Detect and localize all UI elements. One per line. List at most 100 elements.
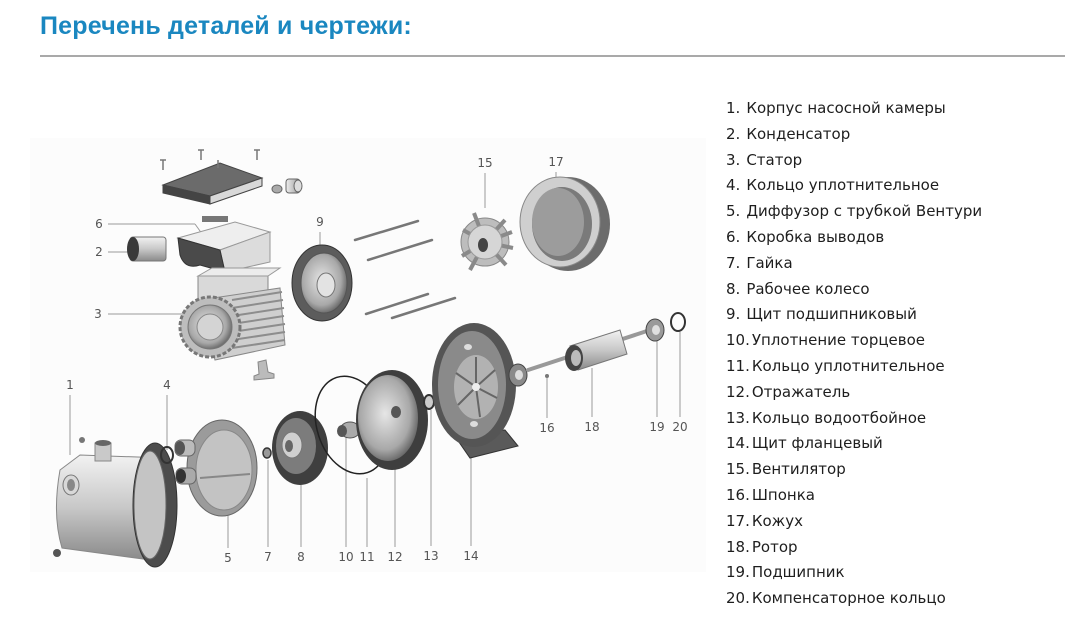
nut xyxy=(262,447,272,459)
part-name: Вентилятор xyxy=(751,460,846,479)
part-name: Отражатель xyxy=(751,382,851,401)
part-number: 19. xyxy=(726,563,750,582)
part-number: 1. xyxy=(726,99,741,117)
leader-lines xyxy=(69,172,681,548)
parts-list-item: 12.Отражатель xyxy=(726,380,982,406)
parts-list-item: 2. Конденсатор xyxy=(726,122,982,148)
parts-list-item: 18.Ротор xyxy=(726,535,982,561)
terminal-box xyxy=(176,216,272,273)
callout-18: 18 xyxy=(584,420,600,434)
part-number: 15. xyxy=(726,460,750,479)
callout-6: 6 xyxy=(95,217,103,231)
callout-15: 15 xyxy=(477,156,493,170)
part-name: Корпус насосной камеры xyxy=(746,99,946,117)
water-slinger xyxy=(423,394,435,410)
rotor xyxy=(526,328,652,372)
part-number: 20. xyxy=(726,589,750,608)
part-number: 4. xyxy=(726,176,741,195)
part-name: Уплотнение торцевое xyxy=(751,331,926,350)
callout-17: 17 xyxy=(548,155,564,169)
bearing-front xyxy=(508,363,528,387)
deflector xyxy=(356,370,428,470)
part-number: 5. xyxy=(726,202,741,221)
part-name: Ротор xyxy=(751,537,798,556)
parts-list-item: 8. Рабочее колесо xyxy=(726,277,982,303)
parts-list-item: 17.Кожух xyxy=(726,509,982,535)
parts-list-item: 16.Шпонка xyxy=(726,483,982,509)
parts-list-item: 7. Гайка xyxy=(726,251,982,277)
callout-11: 11 xyxy=(359,550,375,564)
mechanical-seal xyxy=(337,421,361,439)
part-name: Диффузор с трубкой Вентури xyxy=(746,202,983,221)
part-number: 6. xyxy=(726,227,741,246)
callout-5: 5 xyxy=(224,551,232,565)
part-number: 9. xyxy=(726,305,741,324)
bearing-rear xyxy=(645,318,665,342)
part-name: Рабочее колесо xyxy=(746,279,870,298)
diffuser xyxy=(174,419,258,517)
part-name: Кожух xyxy=(751,511,803,530)
part-number: 10. xyxy=(726,331,750,350)
callout-20: 20 xyxy=(672,420,688,434)
parts-list-item: 20.Компенсаторное кольцо xyxy=(726,586,982,612)
screws xyxy=(160,149,260,170)
fan xyxy=(460,212,514,271)
parts-list-item: 9. Щит подшипниковый xyxy=(726,302,982,328)
parts-list: 1. Корпус насосной камеры 2. Конденсатор 3… xyxy=(726,96,982,612)
stator xyxy=(178,267,286,381)
compensator-ring xyxy=(670,312,686,332)
callout-2: 2 xyxy=(95,245,103,259)
part-number: 7. xyxy=(726,253,741,272)
part-number: 18. xyxy=(726,537,750,556)
callout-1: 1 xyxy=(66,378,74,392)
callout-8: 8 xyxy=(297,550,305,564)
part-name: Шпонка xyxy=(751,485,815,504)
page-title: Перечень деталей и чертежи: xyxy=(40,12,412,40)
part-name: Щит фланцевый xyxy=(751,434,883,453)
o-ring-4 xyxy=(160,446,174,464)
part-name: Конденсатор xyxy=(746,124,851,143)
flange-shield xyxy=(432,323,519,459)
part-number: 2. xyxy=(726,124,741,143)
callout-10: 10 xyxy=(338,550,354,564)
part-name: Кольцо водоотбойное xyxy=(751,408,927,427)
title-divider xyxy=(40,55,1065,57)
cable-gland xyxy=(271,178,303,194)
part-name: Коробка выводов xyxy=(746,227,885,246)
capacitor xyxy=(127,236,167,262)
parts-list-item: 10.Уплотнение торцевое xyxy=(726,328,982,354)
terminal-box-cover xyxy=(161,162,264,205)
part-number: 17. xyxy=(726,511,750,530)
parts-list-item: 4. Кольцо уплотнительное xyxy=(726,173,982,199)
parts-list-item: 5. Диффузор с трубкой Вентури xyxy=(726,199,982,225)
callout-4: 4 xyxy=(163,378,171,392)
tie-rods xyxy=(353,219,457,320)
bearing-shield xyxy=(291,244,353,322)
part-name: Кольцо уплотнительное xyxy=(746,176,940,195)
parts-list-item: 19.Подшипник xyxy=(726,560,982,586)
parts-list-item: 15.Вентилятор xyxy=(726,457,982,483)
part-name: Кольцо уплотнительное xyxy=(751,356,945,375)
part-number: 3. xyxy=(726,150,741,169)
callout-19: 19 xyxy=(649,420,665,434)
parts-list-item: 13.Кольцо водоотбойное xyxy=(726,406,982,432)
parts-list-item: 6. Коробка выводов xyxy=(726,225,982,251)
callout-7: 7 xyxy=(264,550,272,564)
part-number: 8. xyxy=(726,279,741,298)
part-name: Гайка xyxy=(746,253,793,272)
callout-9: 9 xyxy=(316,215,324,229)
callout-12: 12 xyxy=(387,550,403,564)
part-name: Статор xyxy=(746,150,803,169)
callout-14: 14 xyxy=(463,549,479,563)
part-name: Подшипник xyxy=(751,563,845,582)
parts-list-item: 1. Корпус насосной камеры xyxy=(726,96,982,122)
part-number: 11. xyxy=(726,356,750,375)
part-name: Щит подшипниковый xyxy=(746,305,917,324)
fan-cover xyxy=(519,176,610,271)
callout-3: 3 xyxy=(94,307,102,321)
part-number: 13. xyxy=(726,408,750,427)
part-name: Компенсаторное кольцо xyxy=(751,589,946,608)
impeller xyxy=(272,411,328,485)
part-number: 14. xyxy=(726,434,750,453)
